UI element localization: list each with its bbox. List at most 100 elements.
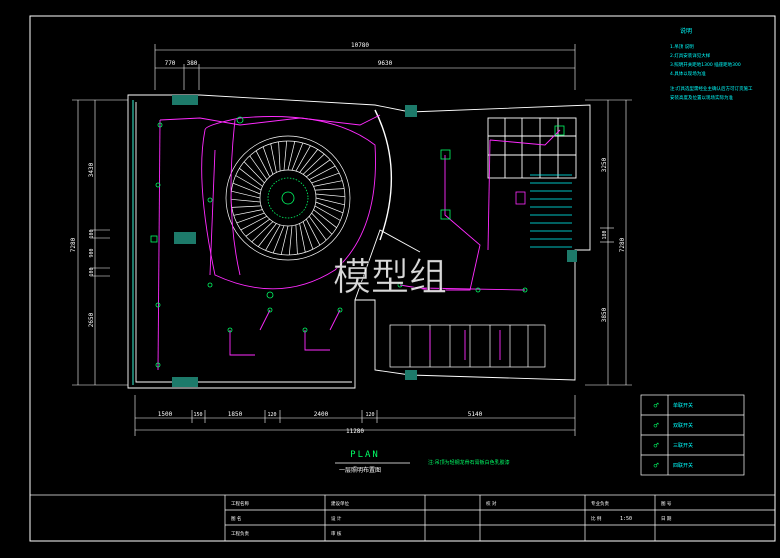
stair-tread-line — [232, 182, 261, 195]
lighting-wiring — [157, 114, 561, 371]
stair-tread-line — [299, 149, 318, 173]
notes-line-4: 4.具体以现场为准 — [670, 70, 706, 77]
notes-line-6: 注:灯具选型需经业主确认后方可订货施工 — [670, 85, 753, 92]
stair-tread-line — [291, 142, 304, 171]
stair-tread-line — [288, 225, 293, 256]
stair-tread-line — [311, 212, 333, 235]
plan-title: PLAN — [350, 450, 380, 460]
tb-cell-9: 比 例 — [591, 515, 602, 522]
dim-left-total: 7280 — [70, 237, 77, 252]
tb-cell-scale: 1:50 — [620, 516, 632, 522]
dim-bottom-seg-7: 5140 — [468, 411, 483, 418]
dim-left-seg-1: 3430 — [88, 162, 95, 177]
stair-tread-line — [295, 224, 298, 255]
switch-legend — [640, 394, 745, 476]
top-dimension-chain — [154, 44, 576, 90]
stair-tread-line — [231, 190, 261, 199]
stair-tread-line — [315, 193, 346, 198]
title-block — [29, 494, 776, 542]
stair-tread-line — [314, 205, 341, 221]
dim-right-seg-3: 3850 — [601, 307, 608, 322]
stair-tread-line — [315, 197, 345, 206]
tb-cell-12: 日 期 — [661, 516, 672, 522]
central-chandelier — [267, 177, 309, 219]
circular-ceiling-feature — [225, 135, 351, 261]
stair-tread-line — [265, 224, 281, 251]
tb-cell-3: 图 名 — [231, 515, 241, 522]
staircase — [530, 174, 572, 248]
legend-label-4: 四联开关 — [673, 462, 693, 469]
dim-bottom-seg-5: 2400 — [314, 411, 329, 418]
dim-bottom-seg-4: 120 — [267, 412, 276, 418]
stair-tread-line — [313, 209, 337, 228]
stair-tread-line — [245, 218, 270, 237]
tb-cell-8: 专业负责 — [591, 500, 609, 507]
watermark: 模型组 — [333, 255, 447, 299]
notes-line-2: 2.灯具安装详见大样 — [670, 52, 711, 59]
stair-tread-line — [302, 153, 325, 175]
tb-cell-5: 工程负责 — [231, 530, 249, 537]
dim-left-seg-3: 900 — [89, 248, 95, 257]
stair-tread-line — [230, 198, 261, 203]
notes-heading: 说明 — [680, 27, 692, 35]
stair-tread-line — [280, 225, 289, 255]
switch-double-icon: ♂ — [654, 421, 659, 430]
stair-tread-line — [309, 165, 336, 181]
notes-line-3: 3.照明开关距地1300 插座距地300 — [670, 61, 741, 68]
dim-top-total: 10780 — [351, 42, 369, 49]
counter-grid — [389, 324, 546, 368]
dim-right-total: 7280 — [619, 237, 626, 252]
dim-right-seg-1: 3250 — [601, 157, 608, 172]
tb-cell-4: 设 计 — [331, 515, 342, 522]
stair-tread-line — [314, 188, 345, 191]
tb-cell-11: 图 号 — [661, 501, 672, 507]
dim-top-seg-1: 770 — [165, 60, 176, 67]
stair-tread-line — [308, 216, 327, 241]
switch-single-icon: ♂ — [654, 401, 659, 410]
dim-right-seg-2: 180 — [602, 230, 608, 239]
left-dimension-chain — [72, 99, 128, 386]
stair-tread-line — [315, 201, 344, 214]
right-dimension-chain — [585, 99, 632, 386]
plan-note: 注:吊顶为轻钢龙骨石膏板白色乳胶漆 — [428, 459, 510, 466]
stair-tread-line — [255, 150, 271, 177]
stair-tread-line — [278, 141, 281, 172]
light-fixtures — [150, 116, 565, 368]
notes-panel: 说明 1.吊顶 说明 2.灯具安装详见大样 3.照明开关距地1300 插座距地3… — [670, 27, 753, 101]
stair-tread-line — [313, 180, 343, 187]
stair-tread-line — [306, 159, 331, 178]
dim-left-seg-2: 100 — [89, 229, 95, 238]
stair-tread-line — [231, 205, 262, 208]
dim-left-seg-5: 2650 — [88, 312, 95, 327]
plan-subtitle: 一层照明布置图 — [339, 466, 381, 474]
stair-tread-line — [239, 168, 263, 187]
dim-bottom-seg-1: 1500 — [158, 411, 173, 418]
stair-tread-line — [272, 225, 285, 254]
dim-top-seg-3: 9630 — [378, 60, 393, 67]
legend-label-3: 三联开关 — [673, 442, 693, 449]
dim-bottom-total: 11280 — [346, 428, 364, 435]
stair-tread-line — [233, 209, 263, 216]
stair-tread-line — [295, 145, 311, 172]
stair-tread-line — [270, 143, 277, 173]
stair-tread-line — [258, 223, 277, 247]
dim-bottom-seg-2: 150 — [193, 412, 202, 418]
structural-columns — [172, 95, 577, 387]
stair-tread-line — [283, 140, 288, 171]
tb-cell-2: 建设单位 — [331, 500, 349, 507]
notes-line-7: 安装高度及位置以现场实际为准 — [670, 94, 733, 101]
stair-tread-line — [299, 223, 306, 253]
dim-left-seg-4: 100 — [89, 267, 95, 276]
stair-tread-line — [243, 161, 265, 184]
dim-bottom-seg-3: 1850 — [228, 411, 243, 418]
stair-tread-line — [249, 155, 268, 180]
stair-tread-line — [311, 172, 340, 184]
stair-tread-line — [240, 215, 267, 231]
legend-label-2: 双联开关 — [673, 422, 693, 429]
stair-tread-line — [305, 219, 321, 246]
tb-cell-7: 校 对 — [486, 500, 497, 507]
tb-cell-6: 审 核 — [331, 530, 342, 537]
stair-tread-line — [287, 141, 296, 171]
switch-triple-icon: ♂ — [654, 441, 659, 450]
dim-top-seg-2: 380 — [187, 60, 198, 67]
